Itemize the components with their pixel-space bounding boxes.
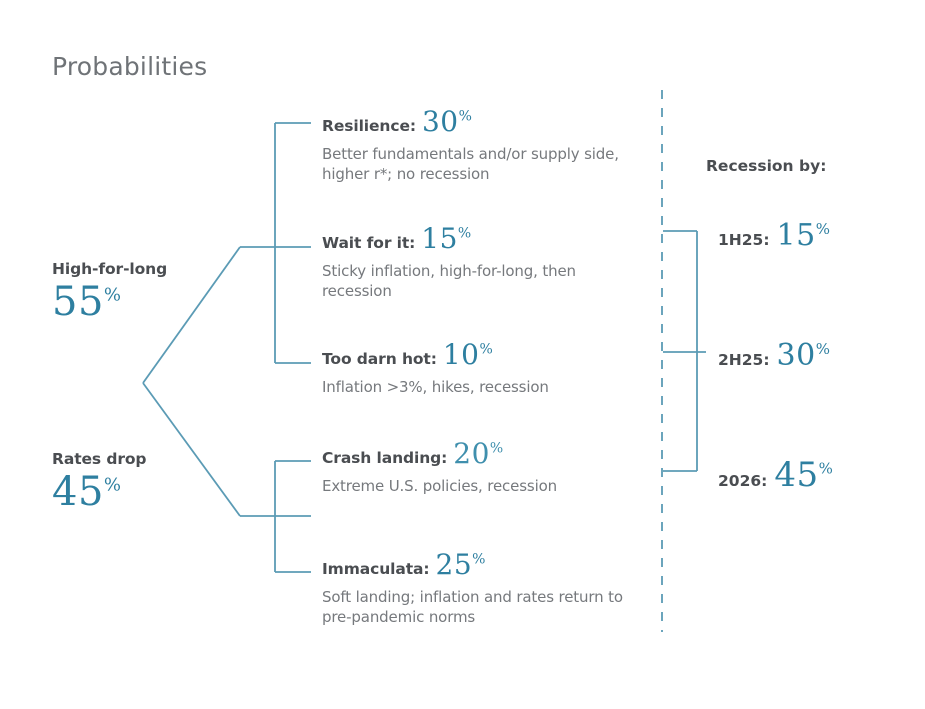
scenario-description: Inflation >3%, hikes, recession <box>322 378 549 396</box>
percent-sign: % <box>103 284 122 306</box>
scenario-number: 15 <box>421 222 458 255</box>
percent-sign: % <box>489 440 504 457</box>
scenario-value: 20% <box>453 437 503 470</box>
scenario-crash-landing: Crash landing: 20% Extreme U.S. policies,… <box>322 440 642 497</box>
scenario-name: Crash landing: <box>322 449 448 467</box>
scenario-heading: Immaculata: 25% <box>322 551 642 579</box>
root-label-rates-drop: Rates drop <box>52 450 147 468</box>
recession-value: 45% <box>774 455 833 495</box>
scenario-resilience: Resilience: 30% Better fundamentals and/o… <box>322 108 642 185</box>
root-value-high-for-long: 55% <box>52 282 167 322</box>
scenario-immaculata: Immaculata: 25% Soft landing; inflation a… <box>322 551 642 628</box>
scenario-number: 10 <box>442 338 480 371</box>
branch-line-rates-drop <box>142 382 241 517</box>
root-number-rates-drop: 45 <box>52 469 104 515</box>
scenario-name: Wait for it: <box>322 234 416 252</box>
scenario-value: 15% <box>421 222 471 255</box>
percent-sign: % <box>103 474 122 496</box>
recession-row-1h25: 1H25: 15% <box>718 221 830 251</box>
scenario-value: 25% <box>436 548 486 581</box>
scenario-description: Extreme U.S. policies, recession <box>322 477 557 495</box>
scenario-value: 30% <box>422 105 472 138</box>
scenario-name: Too darn hot: <box>322 350 437 368</box>
scenario-heading: Crash landing: 20% <box>322 440 642 468</box>
recession-value: 15% <box>777 218 830 253</box>
scenario-heading: Too darn hot: 10% <box>322 341 642 369</box>
recession-number: 45 <box>774 455 819 495</box>
recession-label: 2H25: <box>718 351 770 369</box>
scenario-description: Soft landing; inflation and rates return… <box>322 588 623 626</box>
percent-sign: % <box>458 108 472 125</box>
root-value-rates-drop: 45% <box>52 472 146 512</box>
scenario-name: Immaculata: <box>322 560 430 578</box>
recession-number: 30 <box>776 338 816 373</box>
scenario-number: 20 <box>453 437 490 470</box>
page-title: Probabilities <box>52 52 208 81</box>
recession-label: 2026: <box>718 472 768 490</box>
scenario-number: 25 <box>435 548 473 581</box>
recession-row-2026: 2026: 45% <box>718 458 833 492</box>
scenario-description: Better fundamentals and/or supply side, … <box>322 145 619 183</box>
scenario-number: 30 <box>421 105 459 138</box>
percent-sign: % <box>818 459 833 478</box>
percent-sign: % <box>815 220 830 238</box>
percent-sign: % <box>815 340 830 358</box>
recession-row-2h25: 2H25: 30% <box>718 341 830 371</box>
scenario-heading: Wait for it: 15% <box>322 225 642 253</box>
percent-sign: % <box>479 341 493 358</box>
scenario-wait-for-it: Wait for it: 15% Sticky inflation, high-f… <box>322 225 642 302</box>
percent-sign: % <box>457 225 472 242</box>
root-label-high-for-long: High-for-long <box>52 260 168 278</box>
scenario-too-darn-hot: Too darn hot: 10% Inflation >3%, hikes, r… <box>322 341 642 398</box>
recession-panel-heading: Recession by: <box>706 157 827 175</box>
root-node-rates-drop: Rates drop 45% <box>52 450 147 512</box>
recession-number: 15 <box>776 218 816 253</box>
root-node-high-for-long: High-for-long 55% <box>52 260 167 322</box>
root-number-high-for-long: 55 <box>52 279 104 325</box>
recession-value: 30% <box>777 338 830 373</box>
scenario-description: Sticky inflation, high-for-long, then re… <box>322 262 576 300</box>
percent-sign: % <box>472 551 486 568</box>
scenario-name: Resilience: <box>322 117 416 135</box>
scenario-heading: Resilience: 30% <box>322 108 642 136</box>
recession-label: 1H25: <box>718 231 770 249</box>
scenario-value: 10% <box>443 338 493 371</box>
